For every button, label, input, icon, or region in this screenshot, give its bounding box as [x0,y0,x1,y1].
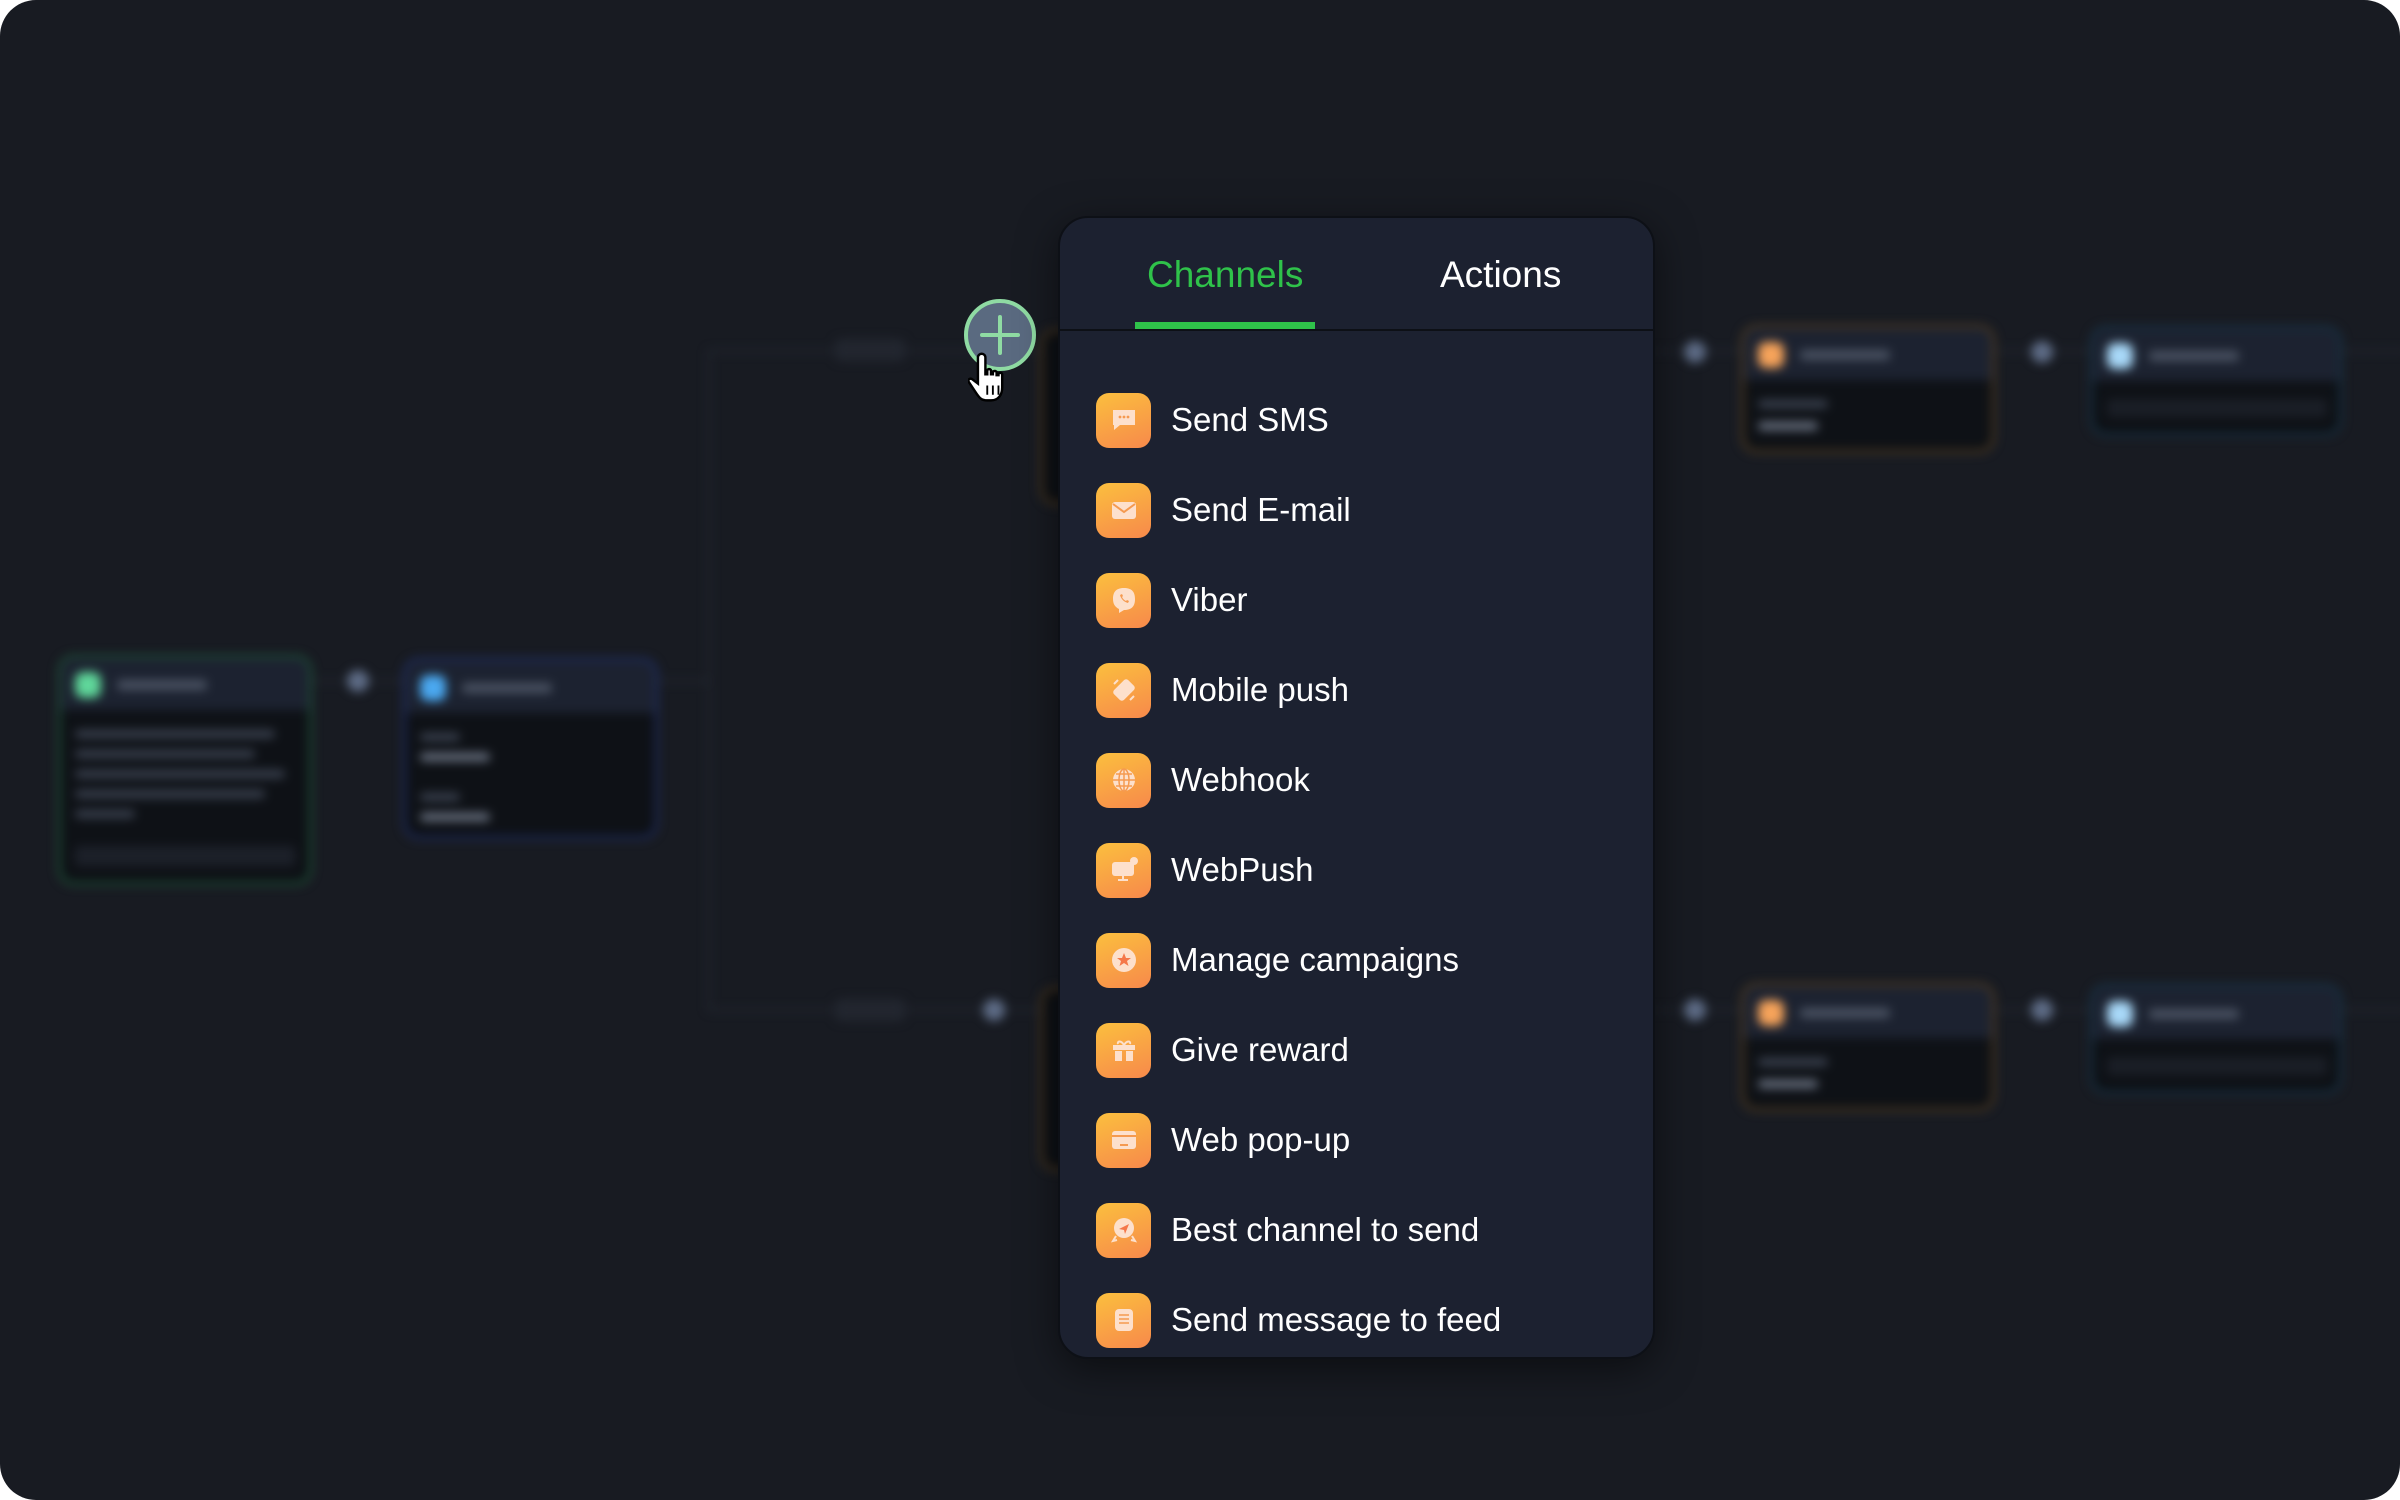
give-reward-node [1741,325,1995,453]
menu-item-label: Send SMS [1171,401,1329,438]
gift-icon [1096,1022,1151,1078]
tab-actions[interactable]: Actions [1440,254,1562,295]
connector-dot [2031,999,2053,1021]
menu-item-label: Give reward [1171,1031,1349,1068]
menu-item-label: Web pop-up [1171,1121,1351,1158]
monitor-notification-icon [1096,842,1151,898]
connector-dot [347,670,369,692]
exit-node [2090,984,2342,1094]
connector-dot [1684,341,1706,363]
exit-node [2090,326,2342,436]
menu-item-label: WebPush [1171,851,1314,888]
active-tab-indicator [1135,322,1315,329]
menu-item-label: Manage campaigns [1171,941,1460,978]
connector-line [708,350,710,1010]
plus-icon [980,315,1020,355]
sms-icon [1096,392,1151,448]
menu-item-manage-campaigns[interactable]: Manage campaigns [1096,915,1653,1005]
hand-cursor-icon [968,352,1004,402]
ab-testing-node [403,658,658,839]
menu-item-label: Best channel to send [1171,1211,1480,1248]
menu-item-give-reward[interactable]: Give reward [1096,1005,1653,1095]
feed-list-icon [1096,1292,1151,1348]
give-reward-node [1741,983,1995,1111]
star-badge-icon [1096,932,1151,988]
menu-item-viber[interactable]: Viber [1096,555,1653,645]
menu-item-label: Send message to feed [1171,1301,1502,1338]
menu-item-label: Send E-mail [1171,491,1351,528]
menu-item-mobile-push[interactable]: Mobile push [1096,645,1653,735]
menu-item-label: Viber [1171,581,1248,618]
menu-item-send-to-feed[interactable]: Send message to feed [1096,1275,1653,1365]
registration-node [58,655,312,885]
menu-item-label: Mobile push [1171,671,1349,708]
add-step-menu: Channels Actions Send SMS Send E-mail Vi… [1058,216,1655,1359]
menu-item-send-sms[interactable]: Send SMS [1096,375,1653,465]
tab-channels[interactable]: Channels [1147,254,1304,295]
divider [1060,329,1653,331]
globe-icon [1096,752,1151,808]
connector-dot [2031,341,2053,363]
menu-item-label: Webhook [1171,761,1310,798]
menu-item-webhook[interactable]: Webhook [1096,735,1653,825]
connector-dot [1684,999,1706,1021]
send-badge-icon [1096,1202,1151,1258]
branch-label [835,999,905,1021]
branch-label [835,339,905,361]
menu-item-web-popup[interactable]: Web pop-up [1096,1095,1653,1185]
menu-item-send-email[interactable]: Send E-mail [1096,465,1653,555]
viber-icon [1096,572,1151,628]
connector-dot [983,999,1005,1021]
mobile-push-icon [1096,662,1151,718]
menu-item-best-channel[interactable]: Best channel to send [1096,1185,1653,1275]
menu-item-webpush[interactable]: WebPush [1096,825,1653,915]
popup-window-icon [1096,1112,1151,1168]
email-icon [1096,482,1151,538]
add-step-button[interactable] [964,299,1036,371]
